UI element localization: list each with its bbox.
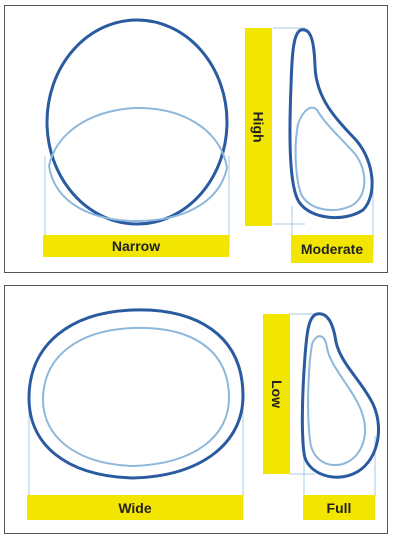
top-panel: Narrow High Moderate [4, 5, 388, 273]
width-label: Wide [27, 495, 243, 520]
bottom-panel: Wide Low Full [4, 285, 388, 534]
front-view-implant-outline [49, 108, 227, 221]
side-view-implant-outline [296, 108, 365, 210]
height-label: High [245, 28, 272, 226]
width-label: Narrow [43, 235, 229, 257]
front-view-implant-outline [43, 328, 229, 466]
height-label-text: Low [269, 380, 285, 408]
projection-label: Full [303, 495, 375, 520]
side-view-outline [290, 30, 372, 218]
side-view-implant-outline [308, 336, 365, 465]
front-view-outline [47, 20, 227, 224]
height-label: Low [263, 314, 290, 474]
front-view-outline [29, 310, 243, 478]
projection-label: Moderate [291, 235, 373, 263]
top-panel-shapes [5, 6, 387, 272]
height-label-text: High [251, 111, 267, 142]
